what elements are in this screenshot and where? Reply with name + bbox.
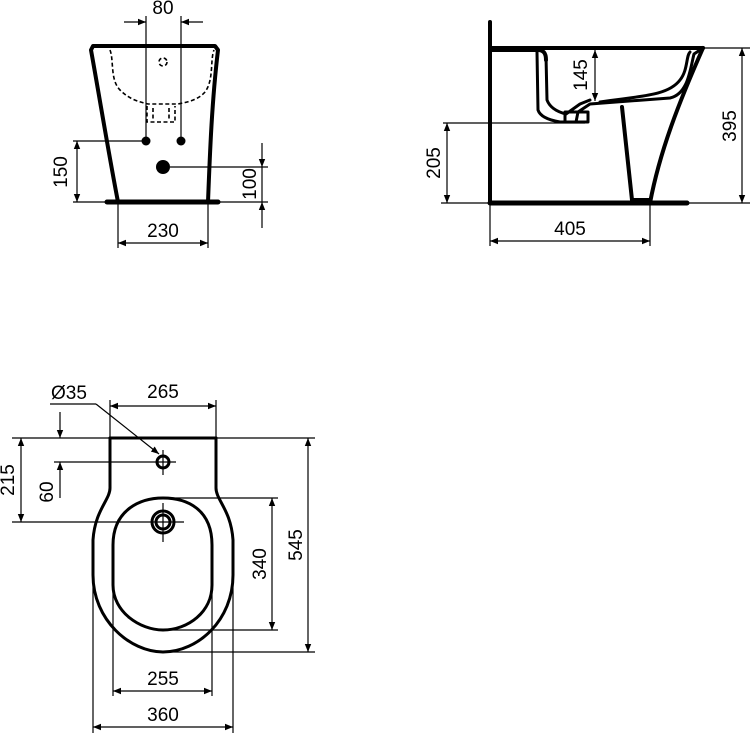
dim-145-label: 145 xyxy=(571,59,592,91)
dia-35-leader-arrow xyxy=(95,403,160,455)
dim-230-label: 230 xyxy=(147,221,179,242)
dim-150-label: 150 xyxy=(51,156,72,188)
dim-360-label: 360 xyxy=(147,705,179,726)
side-outlet xyxy=(563,110,590,124)
front-hidden-outlet-inner xyxy=(152,108,170,120)
front-body-outline xyxy=(89,44,220,204)
dim-205-label: 205 xyxy=(424,147,445,179)
dim-80-label: 80 xyxy=(152,0,173,19)
top-view: Ø35 265 60 215 340 545 255 360 xyxy=(0,382,315,733)
side-front-leg xyxy=(648,46,705,205)
dim-60-label: 60 xyxy=(37,481,58,502)
front-waste-hole xyxy=(156,160,170,174)
dim-395-label: 395 xyxy=(720,110,741,142)
dim-215-label: 215 xyxy=(0,464,19,496)
side-bowl-curve xyxy=(598,50,692,104)
dim-545-label: 545 xyxy=(286,529,307,561)
front-hidden-outlet xyxy=(146,106,176,123)
front-view: 80 150 100 230 xyxy=(51,0,268,248)
dim-255-label: 255 xyxy=(147,669,179,690)
dim-340-label: 340 xyxy=(250,548,271,580)
front-hidden-bowl xyxy=(109,49,215,105)
dim-100-label: 100 xyxy=(240,168,261,200)
front-hidden-taphole xyxy=(158,57,168,67)
side-pedestal xyxy=(620,105,634,202)
dim-405-label: 405 xyxy=(554,219,586,240)
dim-265-label: 265 xyxy=(147,382,179,403)
dia-35-label: Ø35 xyxy=(51,383,87,404)
side-view: 145 205 395 405 xyxy=(424,20,750,246)
